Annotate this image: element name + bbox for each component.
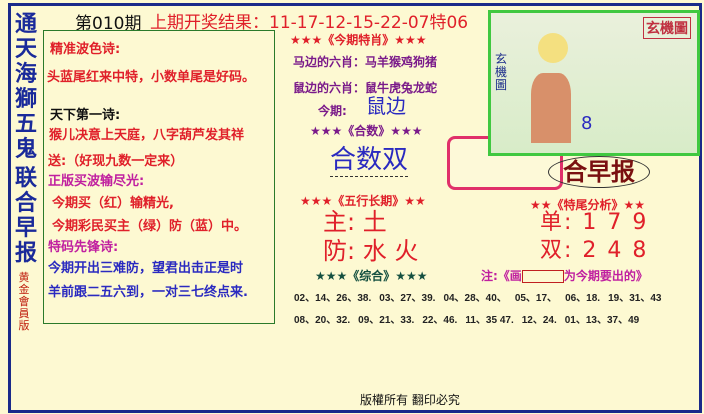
outer-frame — [8, 3, 702, 413]
number-group: 05、17、 — [514, 293, 558, 304]
edition-char: 員 — [18, 307, 30, 320]
tail-odd: 单: 1 7 9 — [540, 210, 649, 235]
special-line2: 羊前跟二五六到，一对三七终点来. — [48, 285, 248, 300]
issue-number: 第010期 — [75, 14, 142, 34]
picture-side-label: 玄機圖 — [495, 52, 508, 92]
side-title-char: 早 — [14, 216, 37, 241]
tree-icon — [531, 73, 571, 143]
horse-side-zodiac: 马边的六肖：马羊猴鸡狗猪 — [293, 55, 438, 69]
poem1-title: 精准波色诗: — [50, 42, 121, 57]
hint-picture: 玄機圖 玄機圖 8 — [488, 10, 700, 156]
combined-row-1: 02、14、26、38. 03、27、39. 04、28、40、 05、17、 06、1… — [294, 289, 661, 304]
side-title-char: 报 — [14, 241, 37, 266]
side-title-bottom: 联合早报 — [13, 166, 39, 266]
edition-label: 黄金會員版 — [17, 272, 31, 332]
sum-value: 合数双 — [330, 145, 409, 177]
poem2-text: 猴儿决意上天庭，八字葫芦发其祥 — [49, 128, 245, 143]
wave-line1: 今期买（红）输精光, — [52, 196, 174, 211]
combined-row-2: 08、20、32. 09、21、33. 22、46. 11、35 47. 12、24. 0… — [294, 311, 639, 326]
number-group: 22、46. — [422, 315, 458, 326]
number-group: 08、20、32. — [294, 315, 351, 326]
side-title-char: 天 — [14, 37, 37, 62]
edition-char: 會 — [18, 295, 30, 308]
number-group: 06、18. — [565, 293, 601, 304]
number-group: 04、28、40、 — [443, 293, 507, 304]
number-group: 12、24. — [521, 315, 557, 326]
last-result-label: 上期开奖结果： — [150, 13, 269, 33]
side-title-char: 联 — [14, 166, 37, 191]
side-title-char: 通 — [14, 12, 37, 37]
number-group: 11、35 47. — [465, 315, 514, 326]
zodiac-title: ★★★《今期特肖》★★★ — [290, 33, 427, 47]
last-result: 上期开奖结果：11-17-12-15-22-07特06 — [150, 8, 468, 33]
edition-char: 金 — [18, 283, 30, 296]
number-group: 03、27、39. — [379, 293, 436, 304]
five-elements-title: ★★★《五行长期》★★ — [300, 194, 426, 208]
picture-number: 8 — [581, 113, 593, 134]
wave-title: 正版买波输尽光: — [48, 174, 145, 189]
side-title-char: 鬼 — [14, 137, 37, 162]
footer-copyright: 版權所有 翻印必究 — [360, 393, 460, 407]
edition-char: 版 — [18, 319, 30, 332]
combined-title: ★★★《综合》★★★ — [315, 269, 428, 283]
sum-title: ★★★《合数》★★★ — [310, 124, 423, 138]
side-title-char: 獅 — [14, 87, 37, 112]
special-line1: 今期开出三难防，望君出击正是时 — [48, 261, 244, 276]
last-result-value: 11-17-12-15-22-07特06 — [269, 13, 469, 33]
side-title-char: 合 — [14, 191, 37, 216]
picture-logo: 玄機圖 — [643, 17, 691, 39]
element-guard: 防: 水 火 — [323, 237, 419, 265]
this-issue-value: 鼠边 — [366, 94, 406, 118]
rat-side-zodiac: 鼠边的六肖：鼠牛虎兔龙蛇 — [293, 81, 438, 95]
side-title-char: 海 — [14, 62, 37, 87]
element-main: 主: 土 — [323, 208, 387, 236]
number-group: 09、21、33. — [358, 315, 415, 326]
note-prefix: 注:《画 — [481, 269, 522, 283]
wave-line2: 今期彩民买主（绿）防（蓝）中。 — [52, 219, 248, 234]
tail-even: 双: 2 4 8 — [540, 238, 649, 263]
number-group: 19、31、43 — [608, 293, 662, 304]
gift-text: 送:（好现九数一定来） — [48, 154, 184, 169]
this-issue-label: 今期: — [318, 104, 347, 118]
note: 注:《画 为今期要出的》 — [481, 267, 648, 284]
note-suffix: 为今期要出的》 — [563, 269, 648, 283]
poem2-title: 天下第一诗: — [50, 108, 121, 123]
note-box — [521, 270, 564, 283]
number-group: 01、13、37、49 — [564, 315, 640, 326]
sun-icon — [538, 33, 568, 63]
tail-title: ★★《特尾分析》★★ — [530, 198, 646, 212]
special-title: 特码先锋诗: — [48, 240, 119, 255]
poem-box — [43, 30, 275, 324]
side-title-top: 通天海獅五鬼 — [13, 12, 39, 162]
banner-title: 合早报 — [548, 156, 650, 188]
poem1-text: 头蓝尾红来中特，小数单尾是好码。 — [47, 70, 256, 85]
edition-char: 黄 — [18, 271, 30, 284]
number-group: 02、14、26、38. — [294, 293, 372, 304]
side-title-char: 五 — [14, 112, 37, 137]
